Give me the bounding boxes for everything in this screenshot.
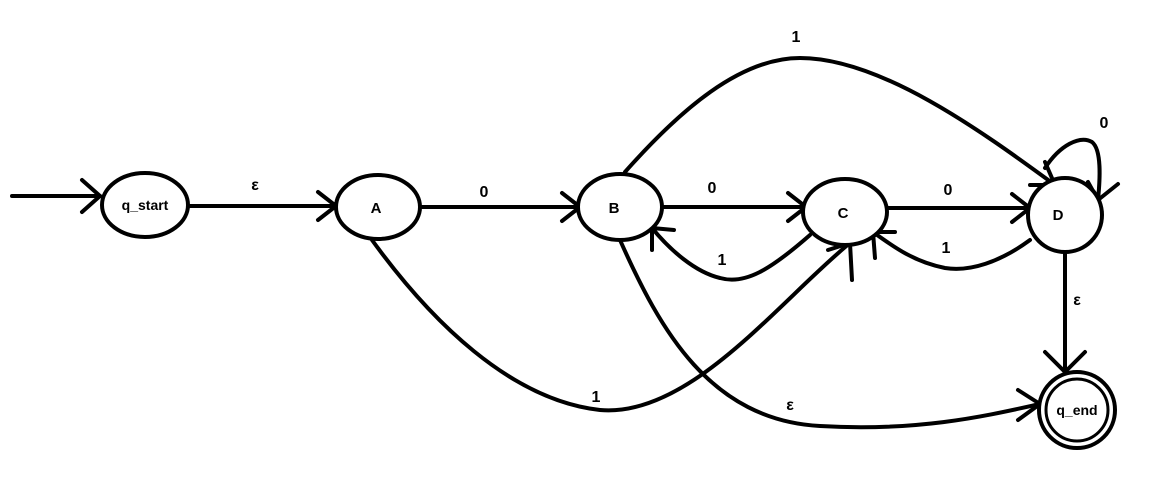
edge-label: 0 [480,184,489,201]
state-b[interactable]: B [576,172,664,242]
edge-qstart-a [186,190,338,222]
state-label: D [1053,207,1064,224]
edge-label: ε [786,397,794,414]
edge-label: ε [1073,292,1081,309]
edge-b-d [623,56,1057,187]
edge-label: 1 [592,389,601,406]
edge-c-b [650,226,812,282]
edge-c-d [885,192,1032,224]
state-label: C [838,205,849,222]
edge-label: 1 [942,240,951,257]
edge-label: 0 [944,182,953,199]
state-label: q_start [122,197,169,213]
edge-label: 0 [1100,115,1109,132]
edge-d-qend [1043,251,1087,374]
edge-b-c [660,191,808,223]
edge-a-c [370,238,854,413]
state-a[interactable]: A [334,173,422,241]
edge-label: 1 [792,29,801,46]
edge-start [10,178,102,214]
state-q-start[interactable]: q_start [100,171,190,239]
edge-label: ε [251,177,259,194]
state-d[interactable]: D [1026,176,1104,254]
edge-d-c [871,230,1032,271]
edge-a-b [420,191,582,223]
state-label: A [371,200,382,217]
state-c[interactable]: C [801,177,889,247]
state-label: B [609,200,620,217]
edge-label: 1 [718,252,727,269]
state-q-end[interactable]: q_end [1037,370,1117,450]
edge-label: 0 [708,180,717,197]
state-label: q_end [1056,402,1097,418]
